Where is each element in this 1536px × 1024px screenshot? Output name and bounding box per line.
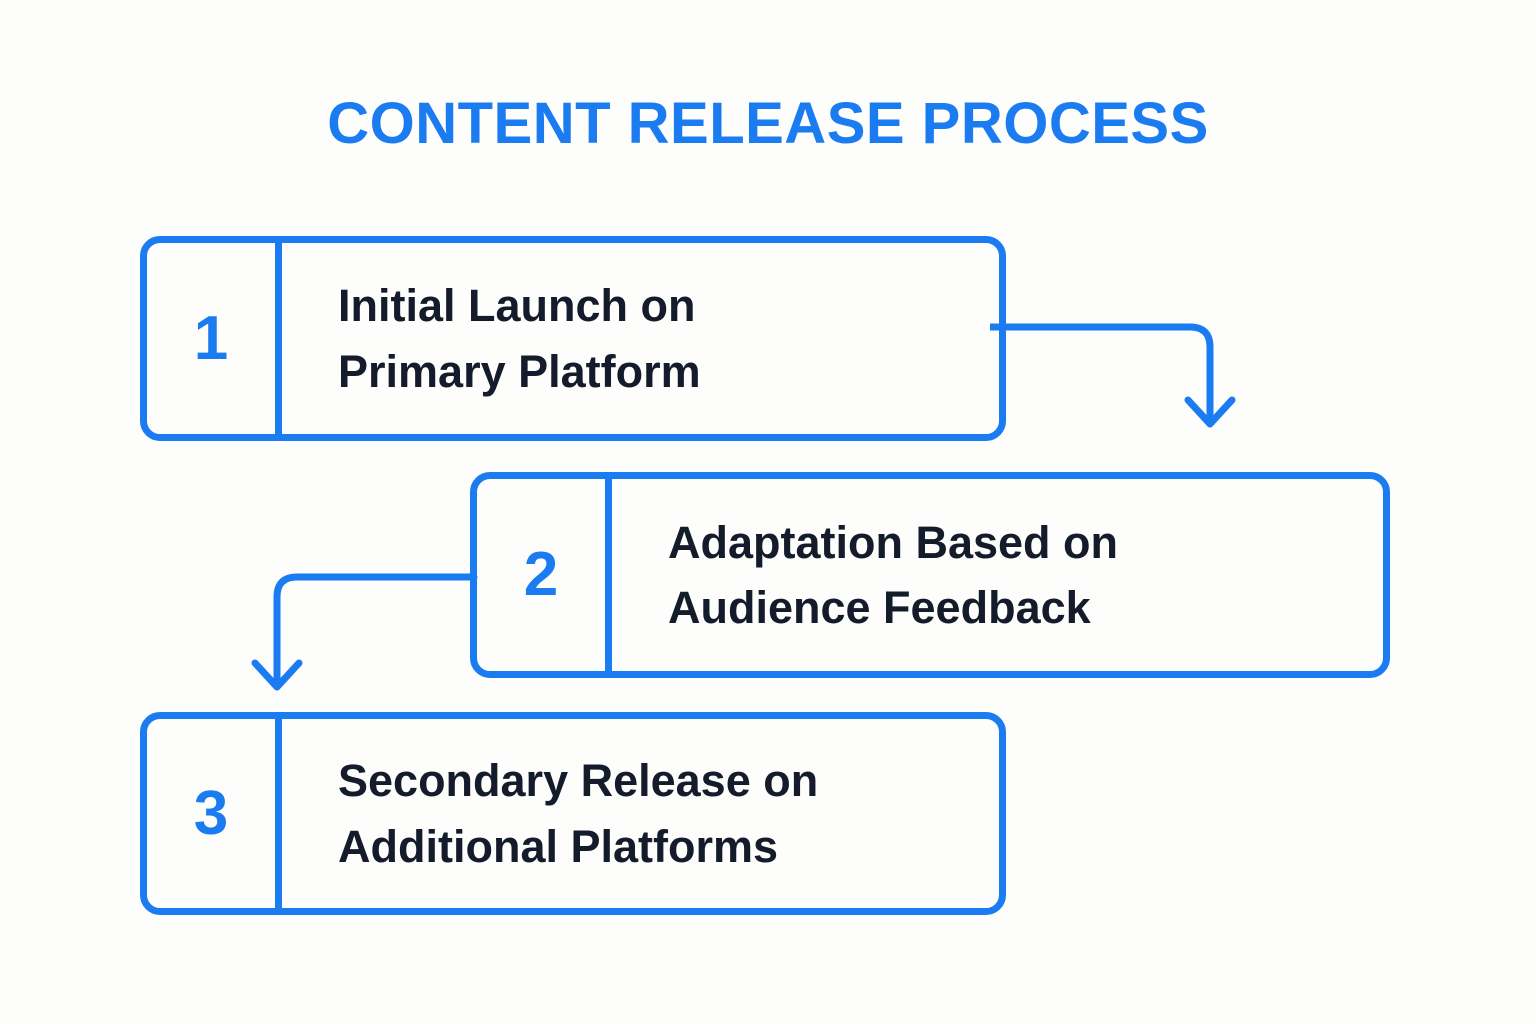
step-number-1: 1: [193, 303, 229, 373]
connector-1-arrowhead-icon: [1184, 396, 1236, 428]
step-box-3[interactable]: 3 Secondary Release on Additional Platfo…: [140, 712, 1006, 915]
step-box-2[interactable]: 2 Adaptation Based on Audience Feedback: [470, 472, 1390, 678]
step-number-cell-1: 1: [147, 243, 282, 434]
step-label-2-line-2: Audience Feedback: [668, 582, 1091, 633]
connector-2-path: [273, 573, 478, 689]
step-label-cell-3: Secondary Release on Additional Platform…: [282, 719, 999, 908]
step-label-2-line-1: Adaptation Based on: [668, 516, 1119, 568]
step-number-3: 3: [193, 778, 229, 848]
step-number-2: 2: [523, 540, 559, 609]
step-label-3-line-1: Secondary Release on: [338, 755, 819, 807]
step-label-3-line-2: Additional Platforms: [338, 820, 779, 872]
step-number-cell-2: 2: [477, 479, 612, 671]
step-number-cell-3: 3: [147, 719, 282, 908]
step-label-1-line-1: Initial Launch on: [338, 280, 696, 332]
step-box-1[interactable]: 1 Initial Launch on Primary Platform: [140, 236, 1006, 441]
connector-2-arrowhead-icon: [251, 659, 303, 691]
step-label-1-line-2: Primary Platform: [338, 345, 701, 397]
connector-1-path: [990, 323, 1214, 426]
page-title: CONTENT RELEASE PROCESS: [327, 91, 1209, 156]
step-label-cell-2: Adaptation Based on Audience Feedback: [612, 479, 1383, 671]
step-label-3: Secondary Release on Additional Platform…: [338, 748, 818, 879]
connector-arrow-step-1-to-step-2: [990, 323, 1236, 428]
step-label-cell-1: Initial Launch on Primary Platform: [282, 243, 999, 434]
step-label-2: Adaptation Based on Audience Feedback: [668, 510, 1118, 641]
step-label-1: Initial Launch on Primary Platform: [338, 273, 701, 404]
